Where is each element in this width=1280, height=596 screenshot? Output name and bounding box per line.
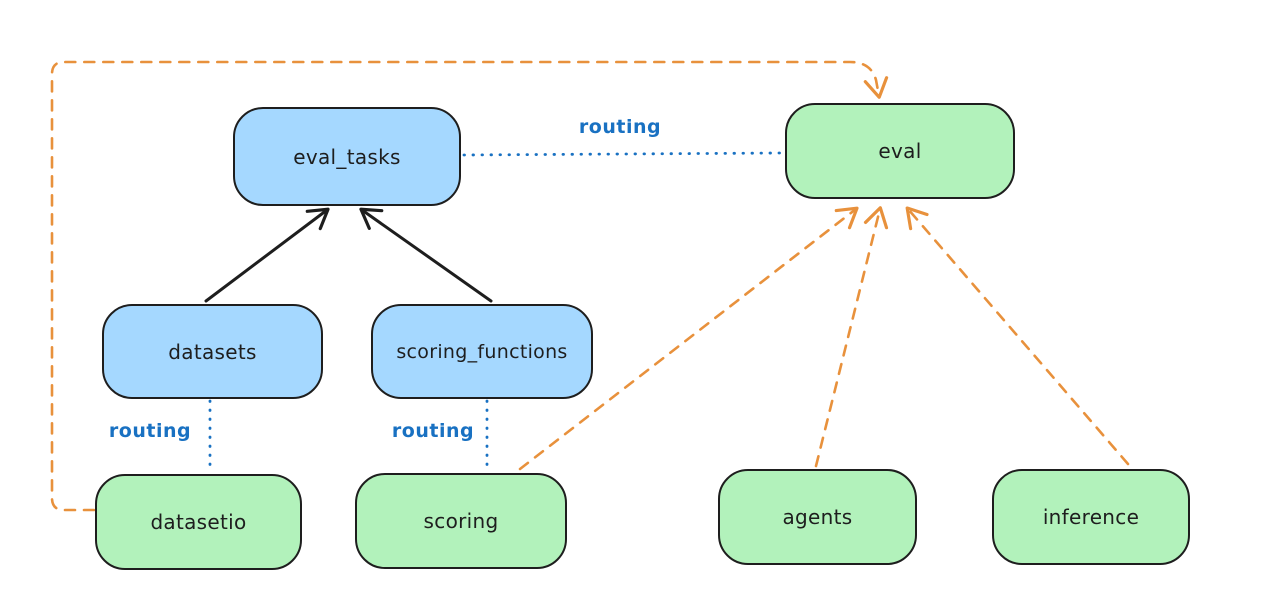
node-eval-tasks-label: eval_tasks bbox=[293, 144, 401, 169]
routing-label-datasets-datasetio: routing bbox=[108, 420, 192, 442]
node-inference-label: inference bbox=[1042, 505, 1140, 529]
edge-eval-tasks-to-eval-routing bbox=[462, 151, 785, 157]
routing-label-eval-tasks-eval: routing bbox=[578, 116, 662, 138]
edge-inference-to-eval bbox=[905, 206, 1130, 466]
node-agents: agents bbox=[718, 469, 917, 565]
node-datasets-label: datasets bbox=[168, 339, 257, 364]
edge-datasetio-to-eval bbox=[50, 60, 889, 512]
node-inference: inference bbox=[992, 469, 1190, 565]
edge-scoring-functions-to-eval-tasks bbox=[359, 207, 493, 303]
routing-label-scoring-functions-scoring: routing bbox=[391, 420, 475, 442]
node-scoring-label: scoring bbox=[423, 509, 499, 533]
edge-agents-to-eval bbox=[814, 206, 889, 468]
edge-scoring-to-eval bbox=[518, 206, 859, 471]
node-datasetio: datasetio bbox=[95, 474, 302, 570]
node-datasetio-label: datasetio bbox=[150, 510, 247, 534]
node-eval-tasks: eval_tasks bbox=[233, 107, 461, 206]
node-eval-label: eval bbox=[878, 139, 922, 163]
node-agents-label: agents bbox=[782, 505, 853, 529]
node-scoring: scoring bbox=[355, 473, 567, 569]
node-scoring-functions-label: scoring_functions bbox=[396, 340, 568, 363]
edge-datasets-to-eval-tasks bbox=[204, 207, 330, 303]
node-datasets: datasets bbox=[102, 304, 323, 399]
node-eval: eval bbox=[785, 103, 1015, 199]
node-scoring-functions: scoring_functions bbox=[371, 304, 593, 399]
